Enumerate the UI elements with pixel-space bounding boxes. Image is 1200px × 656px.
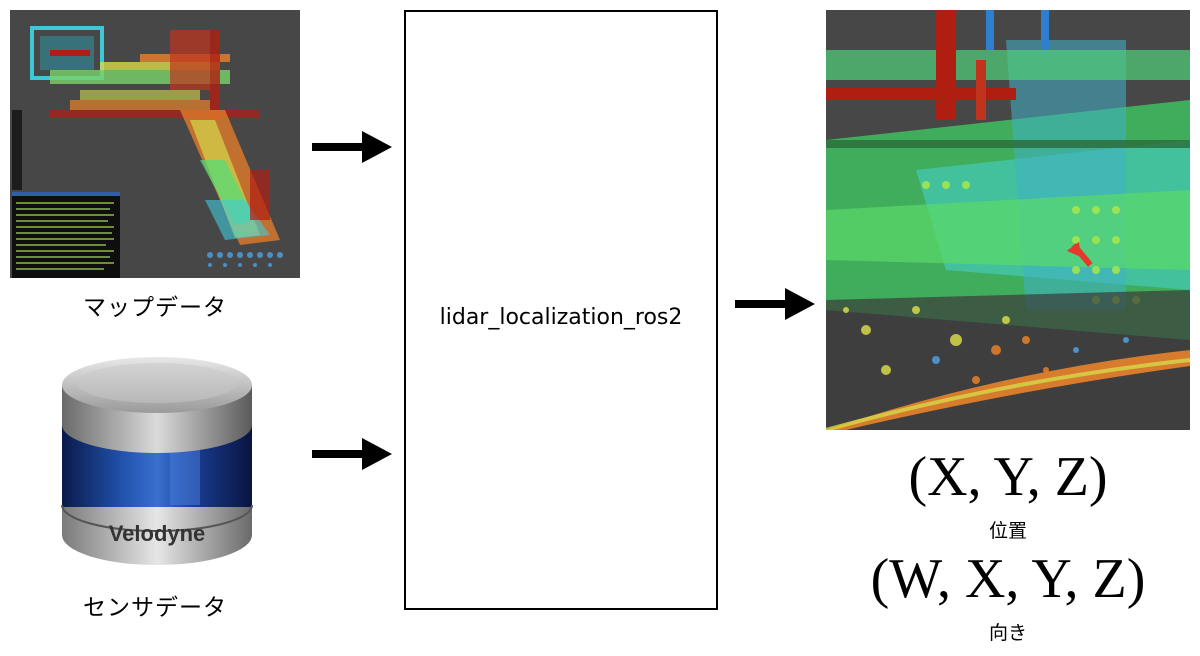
velodyne-brand-text: Velodyne — [109, 521, 206, 546]
position-caption: 位置 — [988, 520, 1027, 542]
arrow-right-icon — [312, 131, 392, 163]
orientation-formula: (W, X, Y, Z) — [870, 548, 1146, 610]
velodyne-lidar-image: Velodyne — [52, 345, 262, 575]
arrow-right-icon — [735, 288, 815, 320]
map-data-caption: マップデータ — [83, 295, 227, 321]
position-formula: (X, Y, Z) — [908, 446, 1108, 508]
node-label: lidar_localization_ros2 — [439, 304, 683, 330]
sensor-data-caption: センサデータ — [83, 595, 227, 621]
map-pointcloud-image — [10, 10, 300, 278]
localized-pointcloud-image — [826, 10, 1190, 430]
orientation-caption: 向き — [988, 622, 1027, 644]
arrow-right-icon — [312, 438, 392, 470]
localization-node-box: lidar_localization_ros2 — [404, 10, 718, 610]
